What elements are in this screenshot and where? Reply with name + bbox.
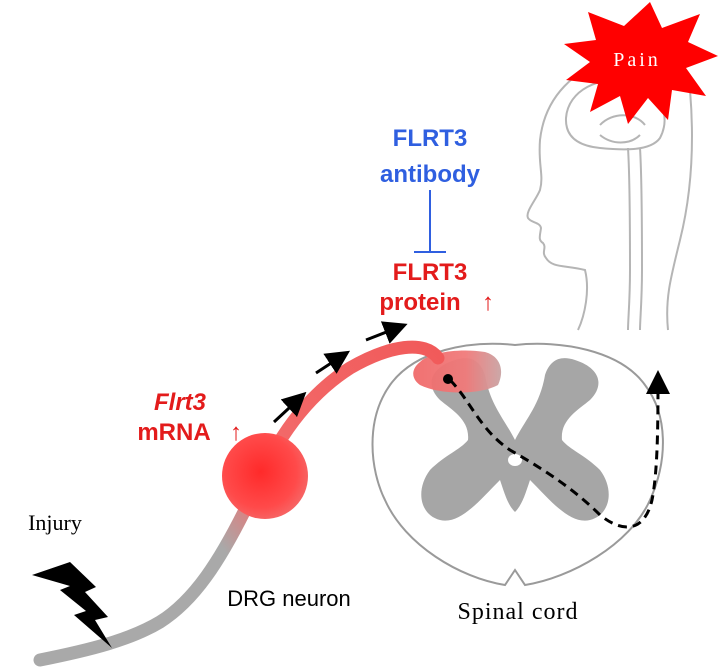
antibody-label-line2: antibody xyxy=(380,161,481,188)
injury-label: Injury xyxy=(28,510,82,535)
spinal-cord-section xyxy=(371,342,664,587)
protein-up-arrow: ↑ xyxy=(482,289,494,316)
transport-arrows xyxy=(272,321,408,424)
drg-neuron-label: DRG neuron xyxy=(227,586,351,611)
inhibition-line xyxy=(414,190,446,253)
mrna-label-line1: Flrt3 xyxy=(154,389,207,416)
protein-label-line1: FLRT3 xyxy=(393,259,468,286)
mrna-label-line2: mRNA xyxy=(137,419,210,446)
drg-cell-body xyxy=(222,433,308,519)
ascending-pathway xyxy=(448,370,670,529)
pain-starburst: Pain xyxy=(564,2,718,124)
protein-label-line2: protein xyxy=(379,289,460,316)
antibody-label-line1: FLRT3 xyxy=(393,125,468,152)
mrna-up-arrow: ↑ xyxy=(230,419,242,446)
lightning-bolt-icon xyxy=(32,562,112,648)
pain-label: Pain xyxy=(613,49,661,71)
spinal-cord-label: Spinal cord xyxy=(458,599,579,625)
